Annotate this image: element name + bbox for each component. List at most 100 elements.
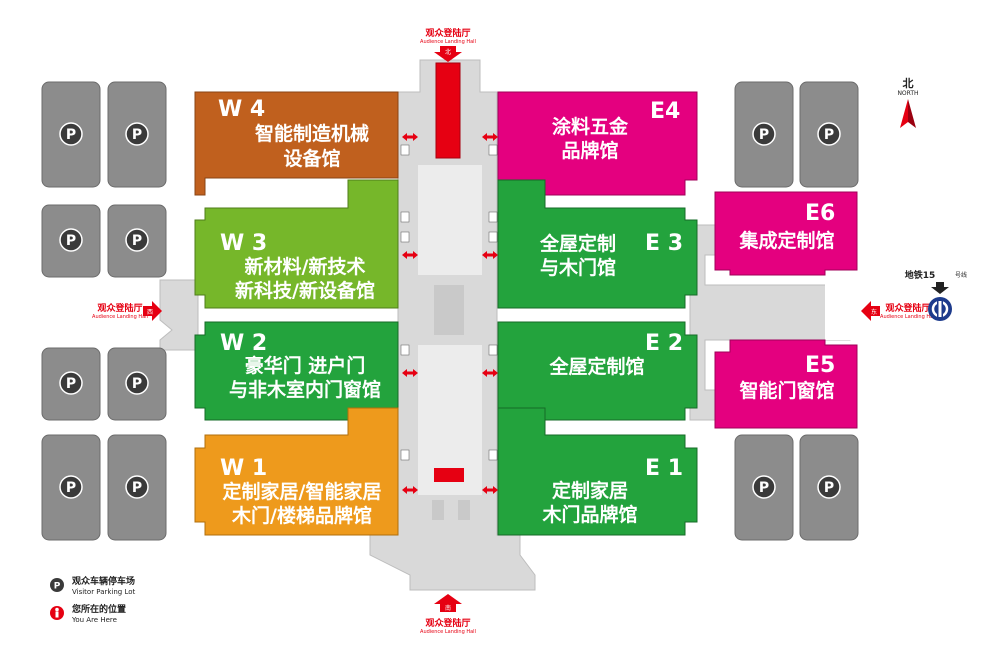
restroom-icon <box>488 211 498 223</box>
entrance-north-badge: 北 <box>445 48 451 56</box>
hall-e5-id: E5 <box>805 353 835 378</box>
entrance-west-sublabel: Audience Landing Hall <box>92 314 148 320</box>
restroom-icon <box>488 144 498 156</box>
hall-e2[interactable]: E 2 全屋定制馆 <box>497 321 698 421</box>
legend-here-label: 您所在的位置 <box>72 603 126 615</box>
hall-w3-id: W 3 <box>220 231 267 256</box>
entrance-north-sublabel: Audience Landing Hall <box>420 39 476 45</box>
metro-station[interactable]: 地铁15 号线 <box>905 269 967 321</box>
parking-icon <box>59 371 83 395</box>
entrance-south-label: 观众登陆厅 <box>425 617 470 629</box>
legend: P 观众车辆停车场 Visitor Parking Lot 您所在的位置 You… <box>50 575 136 624</box>
double-arrow-icon <box>482 133 498 141</box>
hall-e6[interactable]: E6 集成定制馆 <box>714 191 858 276</box>
parking-letter: P <box>66 376 76 392</box>
double-arrow-icon <box>482 369 498 377</box>
hall-w2-shape[interactable] <box>194 321 399 421</box>
arrow-left-icon <box>861 301 880 321</box>
hall-e2-id: E 2 <box>645 331 683 356</box>
legend-parking-sublabel: Visitor Parking Lot <box>72 588 136 596</box>
legend-here-sublabel: You Are Here <box>71 616 117 624</box>
hall-e1-id: E 1 <box>645 456 683 481</box>
parking-letter: P <box>132 376 142 392</box>
hall-e4-name-line1: 涂料五金 <box>552 115 629 138</box>
corridor-inner-north <box>418 165 482 275</box>
parking-letter: P <box>66 480 76 496</box>
arrow-up-icon <box>434 594 462 612</box>
double-arrow-icon <box>482 486 498 494</box>
parking-icon <box>752 122 776 146</box>
entrance-east[interactable]: 东 观众登陆厅 Audience Landing Hall <box>861 301 936 321</box>
hall-w1-name-line1: 定制家居/智能家居 <box>223 480 382 503</box>
hall-w1-shape[interactable] <box>194 407 399 536</box>
parking-letter: P <box>66 233 76 249</box>
hall-e3-name-line2: 与木门馆 <box>540 256 616 279</box>
double-arrow-icon <box>482 251 498 259</box>
parking-lot: P <box>799 81 859 188</box>
hall-e1-name-line2: 木门品牌馆 <box>541 503 637 526</box>
parking-icon <box>59 228 83 252</box>
hall-w2-name-line2: 与非木室内门窗馆 <box>229 378 381 401</box>
metro-label: 地铁15 <box>905 269 936 281</box>
entrance-west-badge: 西 <box>147 309 153 316</box>
hall-e1-shape[interactable] <box>497 407 698 536</box>
double-arrow-icon <box>402 251 418 259</box>
hall-e6-name-line1: 集成定制馆 <box>738 229 834 252</box>
entrance-south[interactable]: 南 观众登陆厅 Audience Landing Hall <box>420 594 476 635</box>
parking-lot: P <box>41 434 101 541</box>
entrance-east-label: 观众登陆厅 <box>885 302 930 314</box>
parking-letter: P <box>132 127 142 143</box>
hall-w4[interactable]: W 4 智能制造机械 设备馆 <box>194 91 399 196</box>
hall-e4-name-line2: 品牌馆 <box>561 139 618 162</box>
svg-text:P: P <box>54 582 61 592</box>
parking-lot: P <box>107 81 167 188</box>
parking-icon <box>125 228 149 252</box>
parking-lot: P <box>107 204 167 278</box>
parking-lot: P <box>734 81 794 188</box>
restroom-icon <box>400 449 410 461</box>
hall-w4-id: W 4 <box>218 97 265 122</box>
parking-icon <box>125 371 149 395</box>
parking-lot: P <box>734 434 794 541</box>
parking-letter: P <box>824 127 834 143</box>
hall-w2[interactable]: W 2 豪华门 进户门 与非木室内门窗馆 <box>194 321 399 421</box>
parking-lot: P <box>41 347 101 421</box>
parking-letter: P <box>824 480 834 496</box>
hall-w3[interactable]: W 3 新材料/新技术 新科技/新设备馆 <box>194 179 399 309</box>
restroom-icon <box>488 231 498 243</box>
hall-e3-shape[interactable] <box>497 179 698 309</box>
hall-w1-name-line2: 木门/楼梯品牌馆 <box>231 504 372 527</box>
parking-icon <box>125 475 149 499</box>
restroom-icon <box>400 211 410 223</box>
facility-icons <box>400 144 498 461</box>
service-desk <box>434 468 464 482</box>
entrance-north[interactable]: 观众登陆厅 Audience Landing Hall 北 <box>420 27 476 62</box>
parking-icon <box>59 122 83 146</box>
parking-icon <box>817 122 841 146</box>
entrance-west[interactable]: 观众登陆厅 Audience Landing Hall 西 <box>92 301 162 321</box>
parking-lots: P P P P P P P <box>41 81 859 541</box>
hall-e4[interactable]: E4 涂料五金 品牌馆 <box>497 91 698 196</box>
hall-w4-shape[interactable] <box>194 91 399 196</box>
restroom-icon <box>488 449 498 461</box>
hall-e1-name-line1: 定制家居 <box>552 479 628 502</box>
hall-w4-name-line2: 设备馆 <box>283 147 340 170</box>
compass-sublabel: NORTH <box>897 90 918 97</box>
hall-w3-shape[interactable] <box>194 179 399 309</box>
restroom-icon <box>400 144 410 156</box>
hall-e3[interactable]: E 3 全屋定制 与木门馆 <box>497 179 698 309</box>
parking-lot: P <box>41 81 101 188</box>
hall-e5[interactable]: E5 智能门窗馆 <box>714 339 858 429</box>
hall-e1[interactable]: E 1 定制家居 木门品牌馆 <box>497 407 698 536</box>
compass-label: 北 <box>903 76 914 90</box>
legend-you-are-here: 您所在的位置 You Are Here <box>50 603 126 624</box>
hall-e6-shape[interactable] <box>714 191 858 276</box>
east-connector-inner <box>825 275 853 340</box>
corridor-pillar-right <box>458 500 470 520</box>
hall-w1[interactable]: W 1 定制家居/智能家居 木门/楼梯品牌馆 <box>194 407 399 536</box>
parking-icon <box>125 122 149 146</box>
hall-e5-shape[interactable] <box>714 339 858 429</box>
legend-parking-label: 观众车辆停车场 <box>72 575 135 587</box>
passage-arrows <box>402 133 498 494</box>
parking-lot: P <box>107 347 167 421</box>
